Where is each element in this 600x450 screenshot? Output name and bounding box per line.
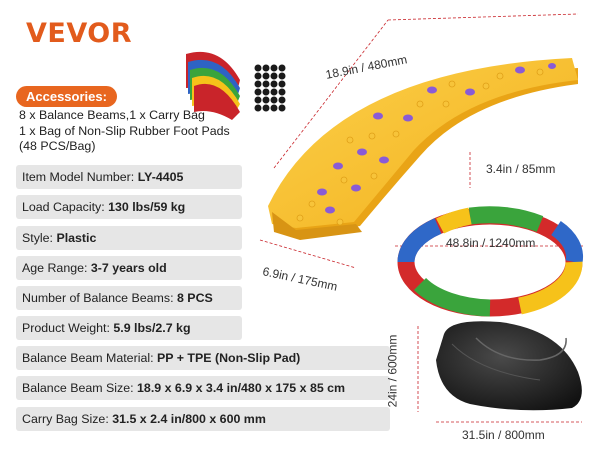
balance-beam-illustration	[268, 58, 578, 240]
spec-value: 3-7 years old	[90, 261, 167, 275]
spec-label: Load Capacity:	[22, 200, 109, 214]
spec-value: 8 PCS	[176, 291, 213, 305]
carry-bag-illustration	[436, 321, 582, 411]
ring-diameter-label: 48.8in / 1240mm	[446, 236, 536, 250]
vevor-logo: VEVOR	[26, 18, 133, 49]
spec-value: Plastic	[56, 231, 97, 245]
spec-label: Style:	[22, 231, 57, 245]
spec-value: 5.9 lbs/2.7 kg	[113, 321, 191, 335]
stacked-beams-thumbnail	[186, 51, 240, 120]
spec-number-of-beams: Number of Balance Beams: 8 PCS	[16, 286, 242, 310]
spec-label: Balance Beam Material:	[22, 351, 157, 365]
spec-value: 31.5 x 2.4 in/800 x 600 mm	[112, 412, 266, 426]
accessories-line: 1 x Bag of Non-Slip Rubber Foot Pads	[19, 123, 230, 138]
spec-age-range: Age Range: 3-7 years old	[16, 256, 242, 280]
accessories-line: (48 PCS/Bag)	[19, 139, 96, 153]
spec-value: LY-4405	[137, 170, 184, 184]
beam-height-label: 3.4in / 85mm	[486, 162, 556, 176]
spec-label: Balance Beam Size:	[22, 381, 138, 395]
spec-product-weight: Product Weight: 5.9 lbs/2.7 kg	[16, 316, 242, 340]
accessories-line: 8 x Balance Beams,1 x Carry Bag	[19, 108, 205, 122]
spec-label: Item Model Number:	[22, 170, 138, 184]
spec-label: Number of Balance Beams:	[22, 291, 177, 305]
spec-beam-size: Balance Beam Size: 18.9 x 6.9 x 3.4 in/4…	[16, 376, 390, 400]
spec-value: 18.9 x 6.9 x 3.4 in/480 x 175 x 85 cm	[137, 381, 346, 395]
spec-material: Balance Beam Material: PP + TPE (Non-Sli…	[16, 346, 390, 370]
accessories-title: Accessories:	[16, 86, 117, 107]
dimension-lines	[259, 13, 585, 423]
spec-label: Product Weight:	[22, 321, 114, 335]
bag-width-label: 31.5in / 800mm	[462, 428, 545, 442]
spec-label: Carry Bag Size:	[22, 412, 113, 426]
spec-load-capacity: Load Capacity: 130 lbs/59 kg	[16, 195, 242, 219]
spec-style: Style: Plastic	[16, 226, 242, 250]
spec-model-number: Item Model Number: LY-4405	[16, 165, 242, 189]
spec-label: Age Range:	[22, 261, 91, 275]
accessories-list: 8 x Balance Beams,1 x Carry Bag 1 x Bag …	[19, 108, 230, 155]
bag-height-label: 24in / 600mm	[385, 334, 400, 408]
spec-value: PP + TPE (Non-Slip Pad)	[156, 351, 301, 365]
foot-pads-grid	[254, 64, 286, 112]
beam-ring-illustration	[397, 206, 584, 317]
spec-value: 130 lbs/59 kg	[108, 200, 186, 214]
spec-bag-size: Carry Bag Size: 31.5 x 2.4 in/800 x 600 …	[16, 407, 390, 431]
